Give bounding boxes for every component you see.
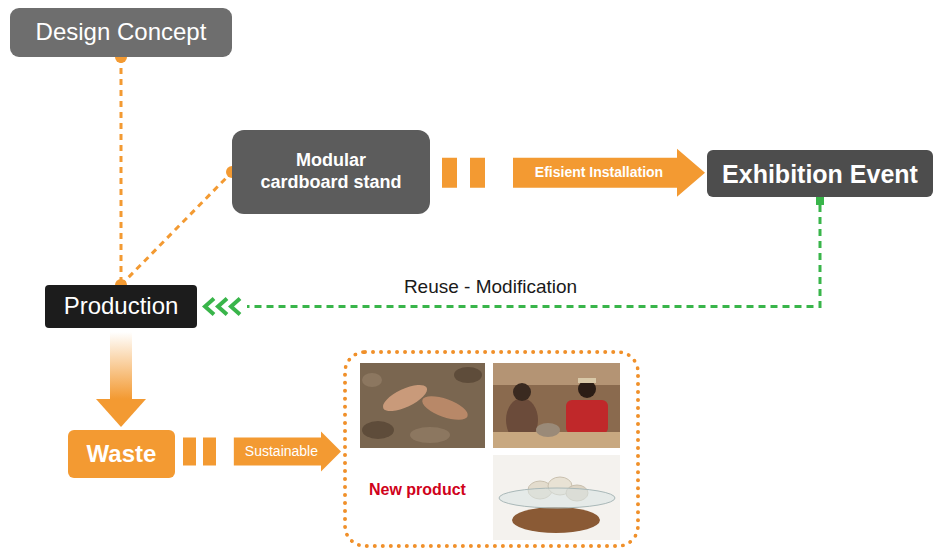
photo-ground (493, 363, 620, 448)
dash-bar (442, 158, 457, 188)
photo-clay-hands (360, 363, 485, 448)
photo-ground (360, 363, 485, 448)
edge-label: Reuse - Modification (401, 276, 580, 299)
chevron (218, 299, 227, 315)
arrow-shaft (110, 332, 132, 399)
node-text: Waste (87, 440, 157, 469)
worker-cap (578, 378, 596, 383)
arrow-body (513, 149, 705, 197)
node-text: Exhibition Event (722, 159, 918, 189)
worker-body (566, 400, 608, 434)
waste-box: Waste (68, 430, 175, 478)
event-box: Exhibition Event (707, 150, 933, 197)
wooden-base (512, 507, 600, 533)
node-text: Modular cardboard stand (256, 150, 406, 193)
reuse-loop (205, 197, 824, 315)
production-box: Production (45, 285, 197, 328)
dash-bar (203, 438, 216, 466)
chevron (231, 299, 240, 315)
chevron (205, 299, 214, 315)
hand (419, 391, 470, 424)
dash-bar (183, 438, 196, 466)
glass-top (499, 488, 615, 508)
node-text: New product (369, 480, 466, 499)
install-arrow (442, 149, 705, 197)
node-text: Design Concept (36, 18, 207, 47)
worker-head (513, 383, 531, 401)
sustain-arrow (183, 432, 341, 472)
dashed-link (121, 166, 238, 285)
concept-box: Design Concept (10, 8, 232, 57)
photo-egg-table (493, 455, 620, 540)
arrow-body (234, 432, 341, 472)
dashed-line (120, 57, 123, 285)
hand (379, 380, 430, 417)
edge-label: Efisient Installation (533, 164, 665, 181)
waste-arrow (96, 332, 146, 427)
arrow-head (96, 399, 146, 427)
dash-bar (470, 158, 485, 188)
dashed-line (247, 205, 820, 307)
clay-clump (410, 427, 450, 443)
stand-box: Modular cardboard stand (232, 130, 430, 214)
photo-wall (493, 363, 620, 385)
clay-clump (362, 373, 382, 387)
photo-ground (493, 455, 620, 540)
clay-clump (362, 421, 394, 439)
egg-shape (536, 423, 560, 437)
product-region: New product (343, 350, 640, 548)
start-square (816, 197, 824, 205)
clay-clump (454, 367, 482, 383)
photo-workers (493, 363, 620, 448)
dashed-link (115, 51, 127, 291)
node-text: Production (64, 292, 179, 321)
edge-label: Sustainable (243, 443, 320, 460)
dashed-line (121, 172, 232, 285)
